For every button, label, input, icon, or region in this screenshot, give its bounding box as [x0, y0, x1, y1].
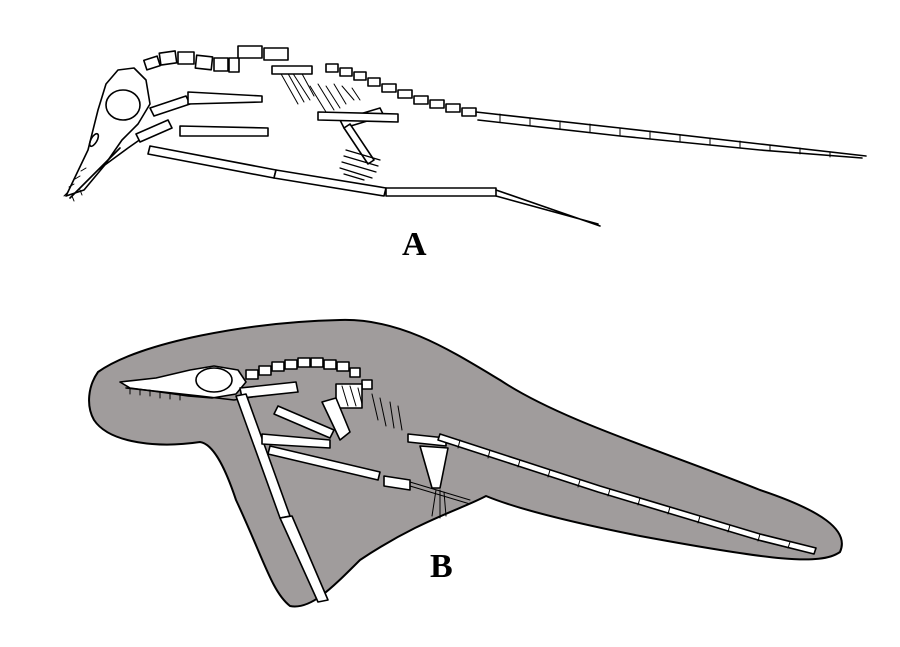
vertebrae-back-a [325, 63, 477, 117]
radius-b [273, 405, 335, 439]
pteroid-b [267, 445, 381, 481]
ribs-b [341, 385, 403, 431]
orbit-b [195, 367, 233, 393]
wingfinger-2-a [385, 187, 497, 197]
foot-a [339, 149, 381, 181]
ulna-a [187, 91, 263, 105]
tail-segments-a [499, 113, 831, 158]
carpal-b [321, 397, 351, 441]
forearm-a [179, 125, 269, 137]
pubis-a [135, 119, 173, 143]
matrix-slab-b [88, 318, 843, 608]
teeth-a [63, 167, 87, 202]
panel-label-b: B [430, 548, 453, 585]
wingmetacarpal-a [147, 145, 277, 179]
teeth-b [129, 387, 181, 401]
pelvis-a [317, 111, 399, 123]
wingfinger-tip-a [495, 189, 601, 227]
femur-b [407, 433, 447, 447]
tibia-b [419, 445, 449, 489]
humerus-a [149, 95, 191, 117]
shoulder-a [271, 65, 313, 75]
toes-b [409, 481, 471, 519]
vertebrae-neck-a [142, 45, 289, 73]
tail-a [475, 111, 867, 159]
panel-label-a: A [402, 226, 427, 263]
ribs-a [279, 69, 361, 113]
foot-b [383, 475, 411, 491]
skeleton-b [88, 318, 843, 608]
orbit-a [105, 89, 141, 121]
skeleton-a [63, 45, 867, 227]
tibia-a [343, 123, 375, 165]
wingfinger-b [279, 515, 329, 603]
tail-segments-b [457, 439, 791, 549]
nares-a [88, 132, 100, 148]
wingfinger-1-a [273, 169, 387, 197]
jaw-a [69, 133, 149, 199]
forearm-b [261, 433, 331, 449]
